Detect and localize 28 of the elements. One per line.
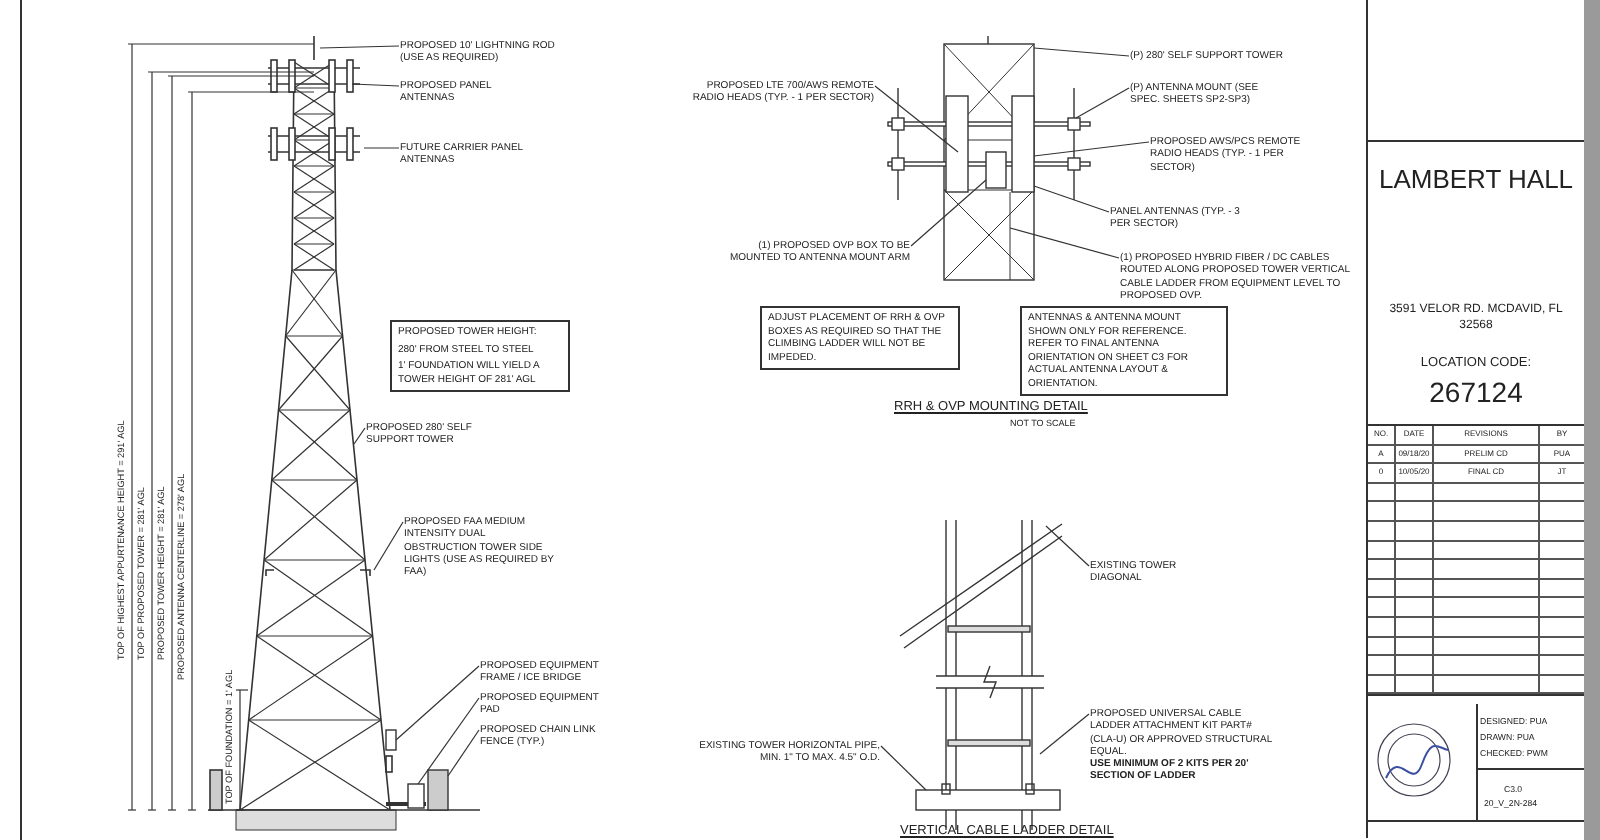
leader-line [880, 745, 927, 791]
leader-line [447, 729, 480, 777]
leader-line [353, 427, 366, 445]
leader-line [1075, 87, 1130, 119]
ovp-box [985, 151, 1007, 189]
leader-line [1033, 47, 1130, 57]
note-box [1020, 306, 1228, 396]
leader-line [363, 147, 400, 149]
equipment-pad [407, 783, 425, 809]
leader-line [1045, 525, 1090, 567]
location-code: 267124 [1427, 374, 1525, 411]
leader-line [910, 179, 987, 247]
leader-line [351, 83, 400, 87]
leader-line [319, 45, 400, 49]
note-box [760, 306, 960, 370]
site-name: LAMBERT HALL [1376, 164, 1576, 194]
leader-line [417, 697, 480, 785]
leader-line [1033, 141, 1150, 157]
leader-line [874, 85, 959, 153]
antenna-mount-clamp [1067, 117, 1081, 131]
chain-link-fence [427, 769, 449, 811]
leader-line [373, 521, 404, 571]
equipment-frame [385, 729, 397, 751]
leader-line [1009, 227, 1120, 259]
note-box [390, 320, 570, 392]
leader-line [1039, 713, 1090, 755]
leader-line [1033, 185, 1110, 213]
leader-line [395, 665, 480, 741]
